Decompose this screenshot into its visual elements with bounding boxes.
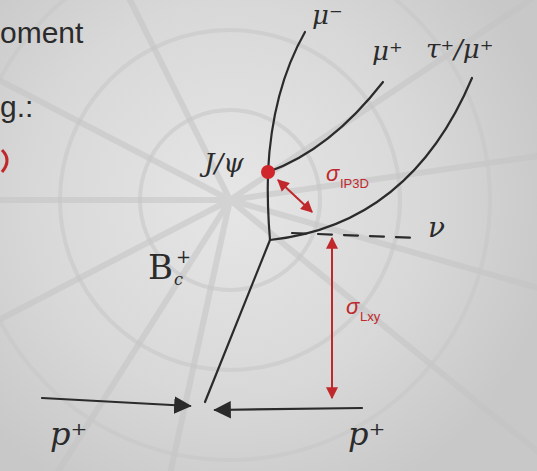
proton-beam-right (215, 408, 362, 410)
particle-label: μ⁺ (372, 38, 403, 64)
lxy-arrow (331, 238, 333, 398)
particle-label: μ⁻ (312, 2, 343, 28)
particle-label: B (148, 250, 173, 284)
resolution-label: σ (326, 163, 339, 185)
tracks (42, 32, 472, 410)
mu-plus-track (268, 82, 383, 172)
resolution-label: σ (346, 296, 359, 318)
bc-track (205, 240, 270, 402)
particle-label: J/ψ (204, 150, 244, 176)
particle-label: τ⁺/μ⁺ (426, 36, 494, 62)
subscript: IP3D (340, 177, 369, 190)
mu-minus-track (268, 32, 305, 172)
ip3d-arrow (278, 180, 312, 212)
particle-label: p⁺ (348, 418, 385, 450)
particle-label: ν (428, 214, 445, 242)
detector-rings (0, 0, 490, 460)
subscript: c (174, 272, 183, 288)
vertex-dot (261, 165, 275, 179)
subscript: Lxy (360, 310, 380, 323)
superscript: + (176, 248, 191, 266)
red-mark (2, 150, 7, 172)
heading-fragment: g.: (0, 92, 33, 122)
proton-beam-left (42, 398, 190, 406)
heading-fragment: oment (0, 18, 83, 48)
jpsi-track (268, 172, 270, 240)
resolution-arrows (278, 180, 332, 398)
neutrino-track (292, 233, 420, 238)
particle-label: p⁺ (50, 418, 87, 450)
